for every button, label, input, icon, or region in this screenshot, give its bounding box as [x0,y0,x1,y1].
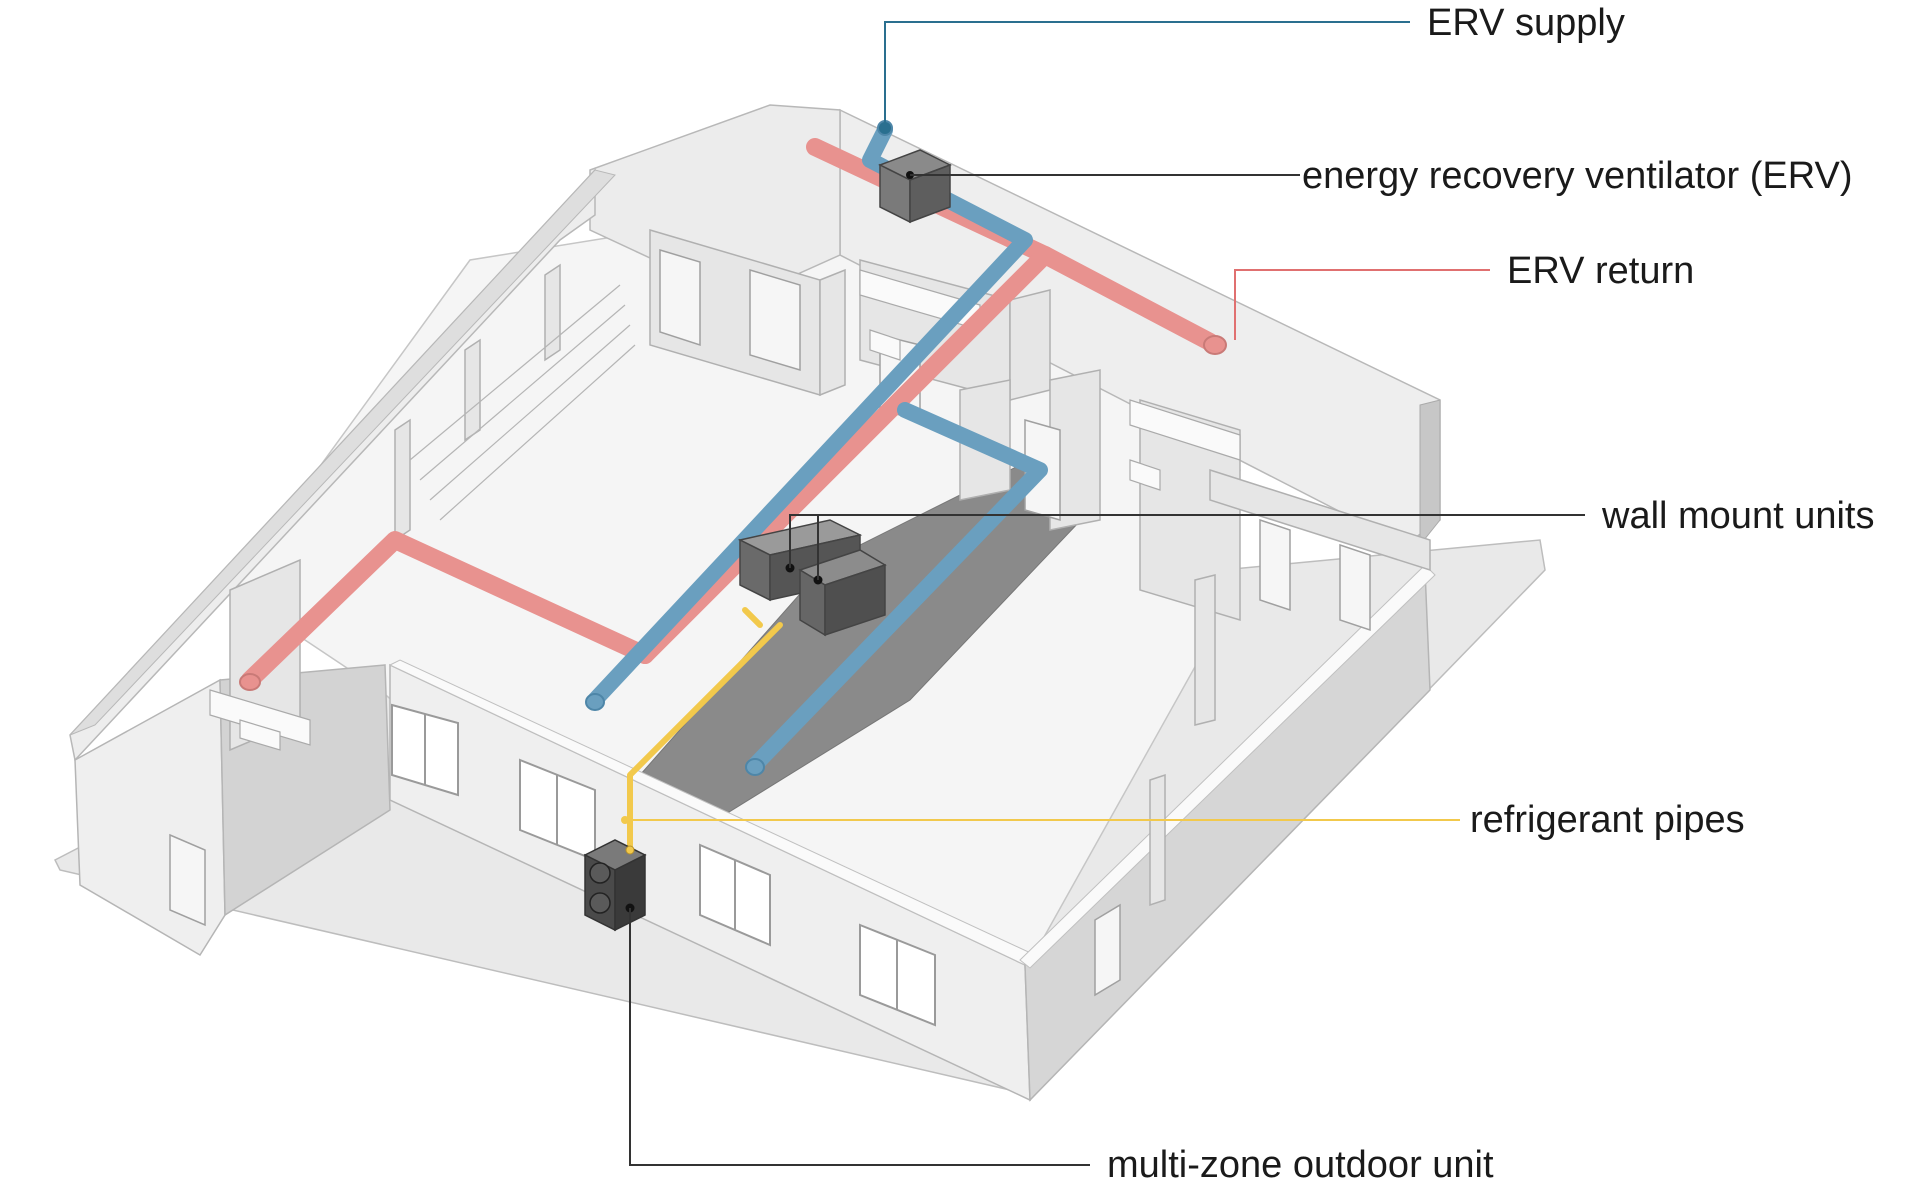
equipment [583,149,952,932]
label-outdoor-unit: multi-zone outdoor unit [1107,1144,1494,1186]
label-refrigerant-pipes: refrigerant pipes [1470,799,1745,841]
wall-mount-unit-icon [737,519,887,637]
leader-lines [621,21,1585,1166]
erv-box-icon [878,149,952,224]
callout-labels: ERV supply energy recovery ventilator (E… [1107,2,1874,1186]
leader-erv-supply [884,21,1410,128]
label-erv: energy recovery ventilator (ERV) [1302,155,1853,197]
label-erv-supply: ERV supply [1427,2,1625,44]
facade-windows [391,703,936,1027]
wall-left-band [69,169,616,736]
refrigerant-pipe [627,607,783,853]
outdoor-unit-icon [583,839,647,932]
leader-erv-return [1234,269,1490,340]
wall-back-right-side [1419,399,1441,547]
leader-wall-mount [789,514,1585,568]
label-wall-mount-units: wall mount units [1601,495,1874,537]
wall-front-right-top [1019,564,1436,969]
building-model [53,104,1546,1102]
shelving [409,284,636,521]
label-erv-return: ERV return [1507,250,1694,292]
leader-outdoor-unit [629,908,1090,1166]
